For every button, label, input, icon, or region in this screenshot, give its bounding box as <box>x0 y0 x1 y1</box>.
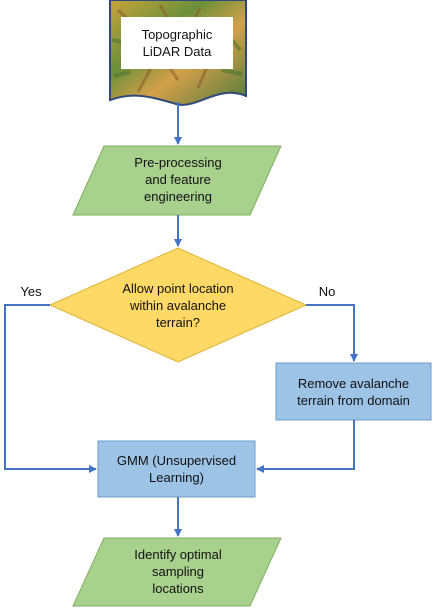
identify-label-line1: Identify optimal <box>134 547 222 562</box>
decision-label: Allow point location within avalanche te… <box>98 280 258 331</box>
preprocess-label-line3: engineering <box>144 189 212 204</box>
remove-label: Remove avalanche terrain from domain <box>276 375 431 409</box>
yes-edge-label: Yes <box>20 284 42 299</box>
decision-label-line2: within avalanche <box>129 298 227 313</box>
no-edge-label: No <box>318 284 336 299</box>
identify-label-line3: locations <box>152 581 204 596</box>
lidar-label-line2: LiDAR Data <box>142 44 212 59</box>
arrow-remove-to-gmm <box>256 420 355 473</box>
preprocess-label: Pre-processing and feature engineering <box>98 154 258 205</box>
decision-diamond <box>48 247 308 363</box>
remove-label-line1: Remove avalanche <box>297 376 410 391</box>
gmm-box <box>97 440 256 498</box>
decision-label-line3: terrain? <box>155 315 201 330</box>
remove-label-line2: terrain from domain <box>297 393 410 408</box>
identify-parallelogram <box>72 537 282 607</box>
gmm-label: GMM (Unsupervised Learning) <box>98 452 255 486</box>
identify-label-line2: sampling <box>151 564 205 579</box>
lidar-label: Topographic LiDAR Data <box>121 26 233 60</box>
gmm-label-line2: Learning) <box>149 470 204 485</box>
preprocess-label-line2: and feature <box>145 172 211 187</box>
lidar-data-node <box>109 0 247 106</box>
remove-terrain-box <box>275 362 432 421</box>
preprocess-parallelogram <box>72 145 282 216</box>
gmm-label-line1: GMM (Unsupervised <box>116 453 237 468</box>
lidar-label-box <box>121 17 233 69</box>
decision-label-line1: Allow point location <box>122 281 234 296</box>
lidar-label-line1: Topographic <box>141 27 213 42</box>
arrow-decision-yes-to-gmm <box>4 304 97 473</box>
preprocess-label-line1: Pre-processing <box>134 155 222 170</box>
identify-label: Identify optimal sampling locations <box>98 546 258 597</box>
arrow-decision-no-to-remove <box>306 304 358 362</box>
